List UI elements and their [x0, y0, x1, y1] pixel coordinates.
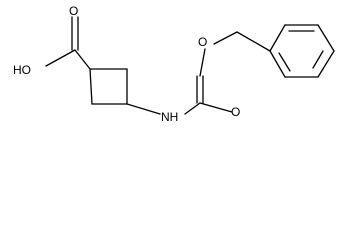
methylene-to-ring-bond — [236, 31, 271, 52]
benzene-bond-4 — [317, 50, 335, 78]
ester-oxygen-label: O — [198, 35, 207, 49]
acid-ring-bond — [74, 49, 91, 70]
benzene-bond-3 — [317, 24, 335, 52]
ester-oxygen-lower-bond — [199, 48, 206, 77]
hydroxyl-label: HO — [13, 63, 31, 77]
benzene-bond-6 — [269, 50, 286, 78]
nitrogen-to-carbonyl-bond — [184, 102, 201, 115]
carbamate-carbonyl-oxygen-label: O — [231, 105, 240, 119]
benzene-bond-1 — [269, 24, 286, 52]
carbonyl-to-ester-oxygen-bond — [199, 102, 233, 113]
amine-label: NH — [161, 110, 178, 124]
benzene-ring — [269, 24, 335, 78]
acid-carbonyl-oxygen-label: O — [69, 4, 78, 18]
ring-to-nitrogen-bond — [126, 103, 161, 115]
molecule-structure: HO O O O NH — [13, 4, 335, 124]
benzyl-linker — [199, 31, 271, 77]
cyclobutane-ring — [89, 68, 128, 105]
benzene-inner-bond-2 — [312, 50, 324, 69]
oxygen-to-methylene-bond — [213, 31, 238, 45]
ring-bond-left — [89, 68, 93, 105]
carboxylic-acid-group — [45, 16, 91, 70]
benzene-inner-bond-3 — [278, 52, 291, 72]
carbamate-group — [126, 75, 233, 115]
acid-hydroxyl-bond — [45, 49, 76, 67]
